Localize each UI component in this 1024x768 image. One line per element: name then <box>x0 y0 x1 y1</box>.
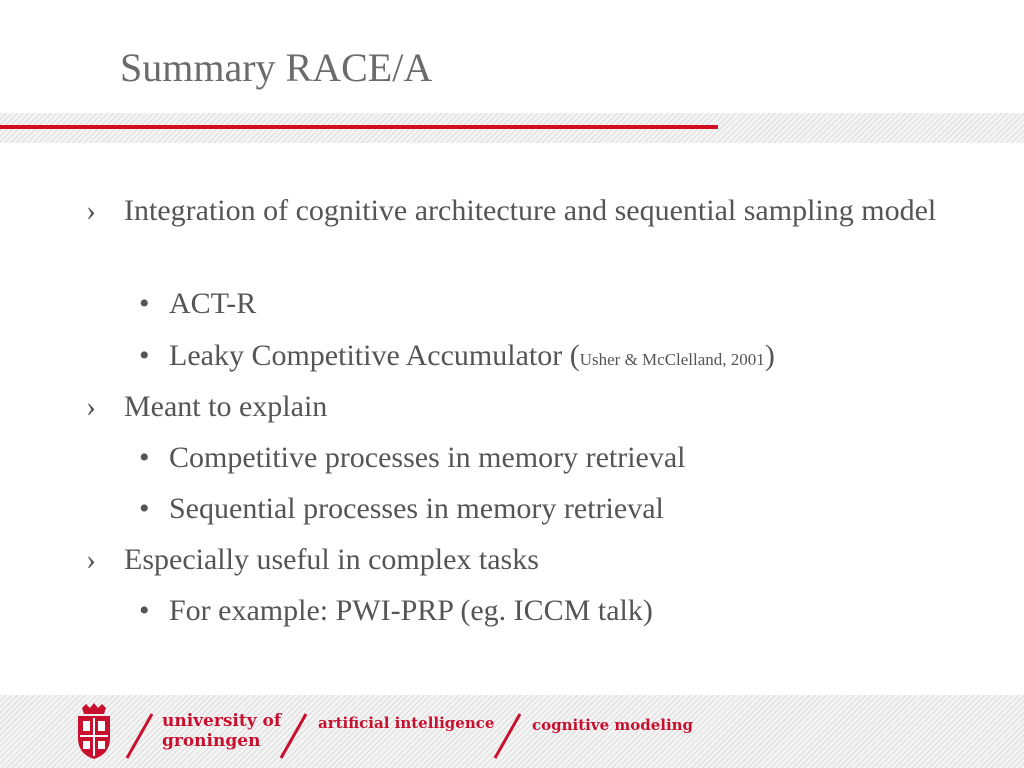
university-crest-icon <box>78 703 110 759</box>
bullet-text: Especially useful in complex tasks <box>124 543 539 576</box>
subbullet-text: Leaky Competitive Accumulator ( <box>169 339 580 372</box>
citation: Usher & McClelland, 2001 <box>579 350 765 369</box>
subbullet-marker: • <box>139 594 150 627</box>
university-name-line1: university of <box>162 711 282 731</box>
footer-slash-divider <box>279 713 308 759</box>
footer-slash-divider <box>493 713 522 759</box>
subbullet-close-paren: ) <box>764 339 775 372</box>
subbullet-marker: • <box>139 287 150 320</box>
slide-title: Summary RACE/A <box>120 45 433 90</box>
subbullet-competitive: • Competitive processes in memory retrie… <box>139 437 989 479</box>
subbullet-text: ACT-R <box>169 287 257 320</box>
subbullet-lca: • Leaky Competitive Accumulator (Usher &… <box>139 335 989 381</box>
footer-hatch-band <box>0 695 1024 768</box>
bullet-meant-to-explain: › Meant to explain <box>86 386 984 428</box>
subbullet-act-r: • ACT-R <box>139 283 989 325</box>
subbullet-marker: • <box>139 441 150 474</box>
footer-slash-divider <box>125 713 154 759</box>
subbullet-text: Sequential processes in memory retrieval <box>169 492 664 525</box>
title-underline <box>0 125 718 129</box>
bullet-text: Meant to explain <box>124 390 328 423</box>
department-artificial-intelligence: artificial intelligence <box>318 714 495 732</box>
bullet-integration: › Integration of cognitive architecture … <box>86 190 984 232</box>
bullet-text: Integration of cognitive architecture an… <box>124 194 937 227</box>
department-cognitive-modeling: cognitive modeling <box>532 716 694 734</box>
bullet-marker: › <box>86 543 96 576</box>
university-name-line2: groningen <box>162 731 261 751</box>
bullet-complex-tasks: › Especially useful in complex tasks <box>86 539 984 581</box>
subbullet-sequential: • Sequential processes in memory retriev… <box>139 488 989 530</box>
subbullet-marker: • <box>139 492 150 525</box>
subbullet-example: • For example: PWI-PRP (eg. ICCM talk) <box>139 590 989 632</box>
bullet-marker: › <box>86 390 96 423</box>
subbullet-marker: • <box>139 339 150 372</box>
subbullet-text: For example: PWI-PRP (eg. ICCM talk) <box>169 594 653 627</box>
subbullet-text: Competitive processes in memory retrieva… <box>169 441 686 474</box>
bullet-marker: › <box>86 194 96 227</box>
university-name: university of groningen <box>162 711 292 751</box>
